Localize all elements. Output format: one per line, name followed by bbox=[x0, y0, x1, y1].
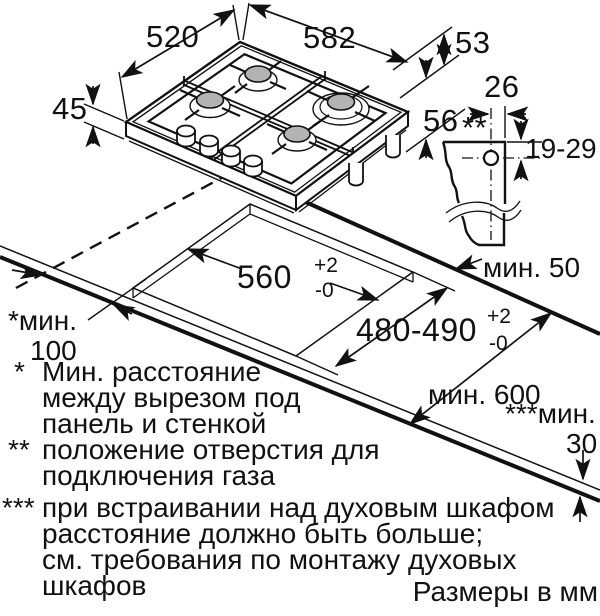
footnote-star2-line1: положение отверстия для bbox=[42, 434, 380, 465]
cutout-depth-tol-minus: -0 bbox=[489, 332, 508, 355]
min-back-label: мин. 50 bbox=[483, 252, 580, 283]
dim-45-label: 45 bbox=[52, 91, 87, 126]
min-side-label: *мин. bbox=[8, 305, 77, 336]
hob-leg-front bbox=[348, 163, 364, 187]
dim-520: 520 bbox=[118, 4, 240, 120]
control-knobs bbox=[176, 124, 263, 178]
burner-cap-front bbox=[283, 125, 311, 143]
dim-cutout-width: 560 +2 -0 bbox=[186, 248, 380, 302]
dim-45: 45 bbox=[52, 83, 125, 148]
footnote-star2-marker: ** bbox=[8, 434, 30, 465]
knob-3 bbox=[221, 144, 241, 158]
footnote-star3-line3: см. требования по монтажу духовых bbox=[42, 544, 517, 575]
min-depth-label: мин. 600 bbox=[428, 379, 541, 410]
gas-hole bbox=[482, 149, 500, 167]
dim-min-50: мин. 50 bbox=[454, 252, 580, 283]
footnote-star3-line4: шкафов bbox=[42, 570, 146, 601]
dim-26-label: 26 bbox=[484, 69, 519, 104]
footnote-star2-line2: подключения газа bbox=[42, 460, 276, 491]
footnote-star3-line1: при встраивании над духовым шкафом bbox=[42, 492, 555, 523]
dim-min-30: ***мин. 30 bbox=[505, 398, 597, 522]
hob-drawing bbox=[123, 40, 411, 214]
dim-56-label: 56 bbox=[423, 103, 458, 138]
knob-4 bbox=[243, 154, 263, 168]
hob-front-right-face bbox=[295, 110, 409, 212]
burner-caps bbox=[195, 65, 356, 143]
cutout-depth-value: 480-490 bbox=[356, 312, 477, 348]
worktop-front-top-edge bbox=[0, 245, 600, 491]
knob-2 bbox=[199, 134, 219, 148]
break-line bbox=[445, 200, 521, 214]
min-side-value: 100 bbox=[30, 335, 77, 366]
burner-cap-left bbox=[195, 91, 225, 109]
gas-profile-top-right bbox=[443, 140, 507, 204]
cutout-width-tol-plus: +2 bbox=[314, 254, 338, 277]
dim-582: 582 bbox=[242, 2, 409, 63]
footnote-star1-line1: Мин. расстояние bbox=[42, 356, 261, 387]
gas-connection-detail: 26 ** 19-29 bbox=[441, 69, 597, 247]
wall-line bbox=[15, 165, 243, 290]
footnote-star3-line2: расстояние должно быть больше; bbox=[42, 518, 483, 549]
min-oven-value: 30 bbox=[566, 428, 597, 459]
pan-support-fingers bbox=[179, 60, 376, 155]
units-note: Размеры в мм bbox=[413, 576, 598, 607]
footnote-star1-marker: * bbox=[14, 356, 25, 387]
cutout-width-tol-minus: -0 bbox=[315, 279, 334, 302]
min-oven-label: ***мин. bbox=[505, 398, 596, 429]
burner-cap-back bbox=[244, 65, 272, 83]
footnotes: * Мин. расстояние между вырезом под пане… bbox=[2, 356, 598, 607]
cutout-width-value: 560 bbox=[237, 259, 292, 295]
dim-53-label: 53 bbox=[455, 25, 490, 60]
dim-53: 53 bbox=[392, 25, 490, 99]
hob-leg-right bbox=[385, 135, 401, 159]
gas-hole-marker: ** bbox=[462, 110, 487, 145]
cutout-depth-tol-plus: +2 bbox=[487, 305, 511, 328]
dim-min-600: мин. 600 bbox=[408, 311, 553, 426]
footnote-star3-marker: *** bbox=[2, 492, 35, 523]
knob-1 bbox=[176, 124, 196, 138]
dim-min-100: *мин. 100 bbox=[8, 263, 147, 366]
footnote-star1-line2: между вырезом под bbox=[42, 382, 300, 413]
burner-cap-wok bbox=[326, 93, 356, 111]
dim-19-29-label: 19-29 bbox=[525, 133, 597, 164]
dim-520-label: 520 bbox=[146, 19, 199, 54]
dim-582-label: 582 bbox=[303, 20, 356, 55]
dim-56: 56 bbox=[405, 56, 466, 161]
footnote-star1-line3: панель и стенкой bbox=[42, 408, 266, 439]
worktop-front-bottom-edge bbox=[0, 255, 600, 503]
